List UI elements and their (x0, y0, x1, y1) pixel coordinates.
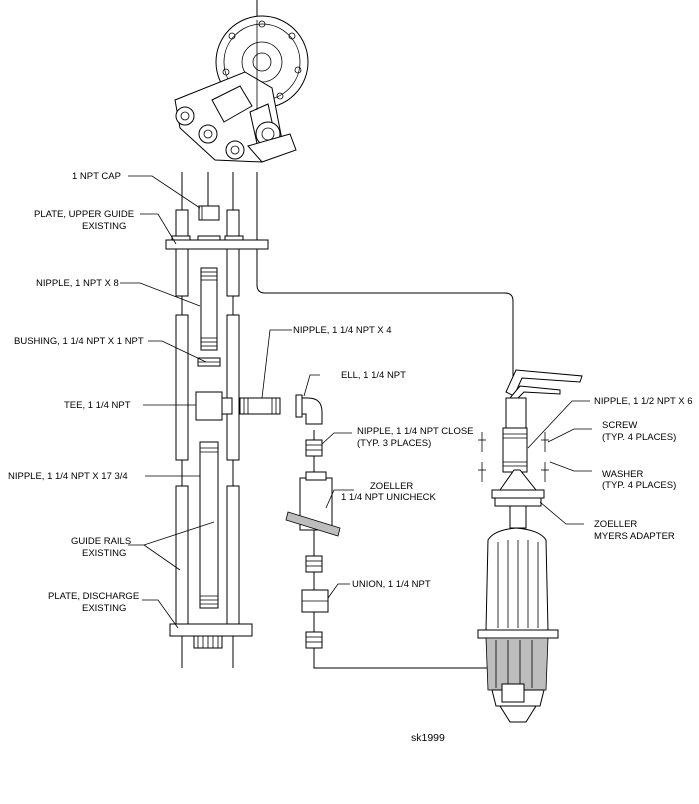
callout-labels: 1 NPT CAP PLATE, UPPER GUIDE EXISTING NI… (8, 171, 693, 744)
label-bushing: BUSHING, 1 1/4 NPT X 1 NPT (14, 336, 144, 347)
pump-head-assembly (174, 0, 309, 163)
label-nipple-close-places: (TYP. 3 PLACES) (357, 438, 431, 449)
label-adapter-brand: ZOELLER (594, 519, 637, 530)
discharge-piping (239, 284, 514, 690)
label-washer: WASHER (602, 469, 643, 480)
label-nipple-112x6: NIPPLE, 1 1/2 NPT X 6 (594, 396, 693, 407)
label-ell: ELL, 1 1/4 NPT (341, 370, 406, 381)
label-guide-rails-existing: EXISTING (82, 548, 126, 559)
label-nipple-114x4: NIPPLE, 1 1/4 NPT X 4 (293, 325, 392, 336)
label-upper-guide-plate-existing: EXISTING (82, 221, 126, 232)
leader-lines (120, 175, 592, 629)
label-guide-rails: GUIDE RAILS (71, 536, 131, 547)
label-nipple-1x8: NIPPLE, 1 NPT X 8 (36, 278, 119, 289)
label-adapter: MYERS ADAPTER (594, 531, 675, 542)
label-upper-guide-plate: PLATE, UPPER GUIDE (34, 209, 134, 220)
label-discharge-plate: PLATE, DISCHARGE (48, 591, 139, 602)
label-unicheck: 1 1/4 NPT UNICHECK (341, 492, 437, 503)
label-cap: 1 NPT CAP (72, 171, 121, 182)
label-unicheck-brand: ZOELLER (370, 481, 413, 492)
grinder-pump (477, 369, 583, 723)
label-screw-places: (TYP. 4 PLACES) (602, 432, 676, 443)
label-screw: SCREW (602, 420, 637, 431)
label-nipple-close: NIPPLE, 1 1/4 NPT CLOSE (357, 426, 474, 437)
label-long-nipple: NIPPLE, 1 1/4 NPT X 17 3/4 (8, 471, 128, 482)
sketch-id: sk1999 (411, 732, 445, 744)
label-discharge-plate-existing: EXISTING (82, 603, 126, 614)
label-washer-places: (TYP. 4 PLACES) (602, 480, 676, 491)
label-union: UNION, 1 1/4 NPT (352, 579, 431, 590)
guide-rails-assembly (165, 172, 269, 668)
label-tee: TEE, 1 1/4 NPT (64, 400, 131, 411)
